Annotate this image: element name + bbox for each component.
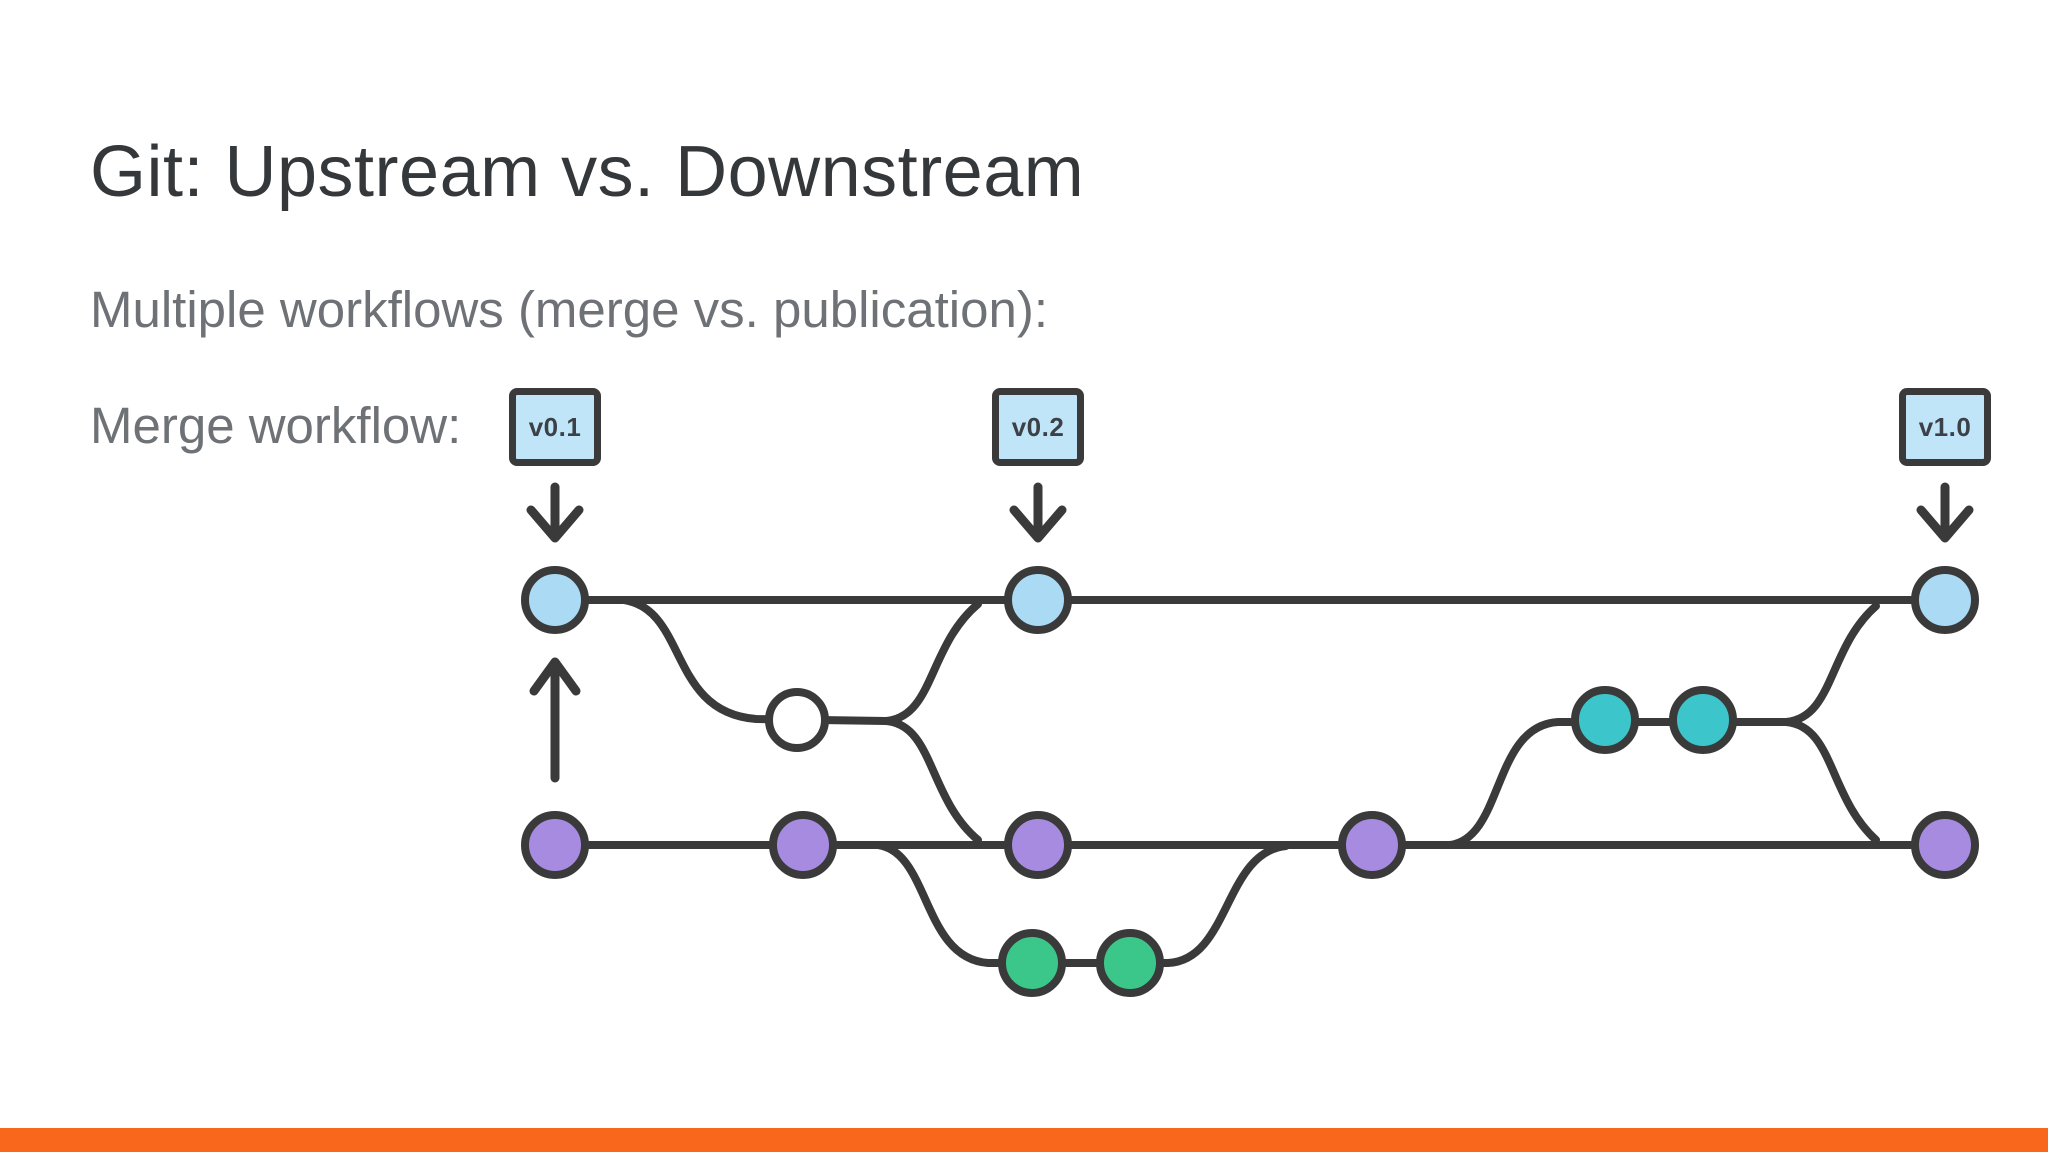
slide-subtitle: Multiple workflows (merge vs. publicatio… [90, 281, 1048, 338]
white-branch-merge-up [882, 600, 982, 725]
commit-purple-1 [521, 811, 589, 879]
tag-arrow-v0-2 [1009, 482, 1067, 543]
teal-branch-merge-up [1782, 602, 1880, 726]
commit-teal-2 [1669, 686, 1737, 754]
version-tag-v0-1-label: v0.1 [528, 411, 582, 442]
version-tag-v0-1: v0.1 [509, 388, 601, 466]
teal-branch-merge-down [1782, 718, 1880, 844]
tag-arrow-v0-2-head [1009, 505, 1067, 543]
tag-arrow-v0-1 [526, 482, 584, 543]
commit-blue-2 [1004, 566, 1072, 634]
version-tag-v1-0-label: v1.0 [1918, 411, 1972, 442]
version-tag-v0-2-label: v0.2 [1011, 411, 1065, 442]
green-branch-line [874, 841, 1290, 967]
commit-green-2 [1096, 929, 1164, 997]
teal-branch-line [1446, 718, 1790, 849]
footer-accent-bar [0, 1128, 2048, 1152]
tag-arrow-v1-0-head [1916, 505, 1974, 543]
commit-blue-3 [1911, 566, 1979, 634]
merge-workflow-label: Merge workflow: [90, 397, 462, 454]
version-tag-v1-0: v1.0 [1899, 388, 1991, 466]
commit-green-1 [998, 929, 1066, 997]
commit-blue-1 [521, 566, 589, 634]
tag-arrow-v0-1-head [526, 505, 584, 543]
white-branch-line [620, 596, 890, 725]
commit-teal-1 [1571, 686, 1639, 754]
version-tag-v0-2: v0.2 [992, 388, 1084, 466]
tag-arrow-v1-0 [1916, 482, 1974, 543]
up-arrow [529, 657, 581, 783]
commit-purple-4 [1338, 811, 1406, 879]
commit-purple-5 [1911, 811, 1979, 879]
up-arrow-head [529, 657, 581, 696]
commit-white-1 [765, 688, 829, 752]
white-branch-merge-down [882, 717, 982, 844]
commit-purple-2 [769, 811, 837, 879]
commit-purple-3 [1004, 811, 1072, 879]
page-title: Git: Upstream vs. Downstream [90, 132, 1085, 212]
